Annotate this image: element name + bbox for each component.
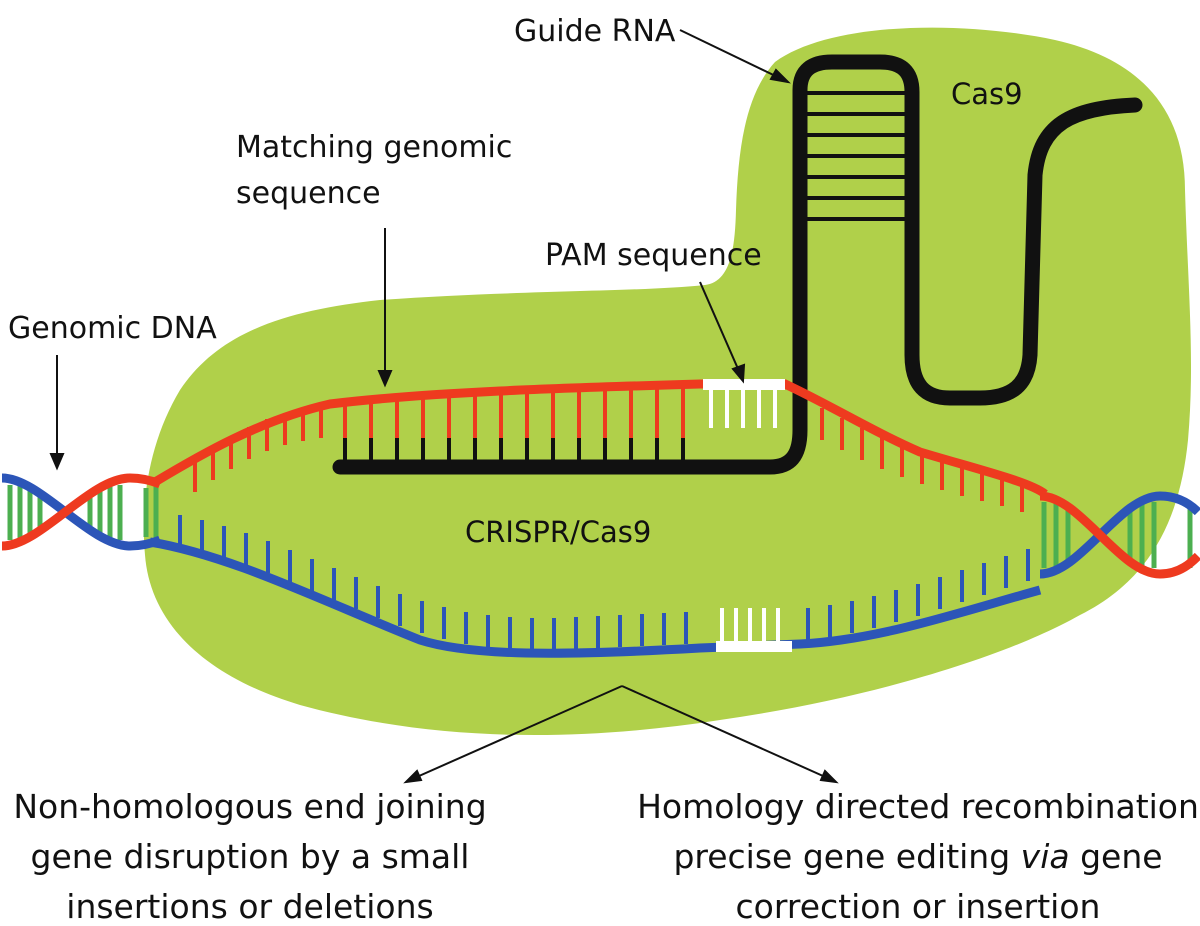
matching-sequence-label-line2: sequence — [236, 176, 381, 211]
hdr-line3: correction or insertion — [736, 887, 1101, 926]
cas9-label: Cas9 — [951, 77, 1023, 111]
complementary-strand-rungs — [178, 515, 1030, 650]
pointer-arrows — [49, 29, 839, 784]
guide-rna-hairpin — [332, 54, 1143, 475]
hdr-line2-via: via — [1021, 837, 1070, 876]
matching-sequence-label-line1: Matching genomic — [236, 130, 512, 165]
pam-sequence-label: PAM sequence — [545, 238, 762, 273]
hdr-outcome-text: Homology directed recombination precise … — [637, 787, 1199, 926]
pam-sequence-bottom — [716, 608, 792, 652]
hdr-line1: Homology directed recombination — [637, 787, 1199, 826]
hdr-line2: precise gene editing via gene — [673, 837, 1162, 876]
arrow-hdr — [621, 685, 833, 781]
guide-rna-label: Guide RNA — [514, 14, 676, 49]
complementary-dna-strand — [149, 515, 1042, 658]
hdr-line2-start: precise gene editing — [673, 837, 1020, 876]
genomic-dna-label: Genomic DNA — [8, 311, 217, 346]
guide-rna — [332, 54, 1143, 475]
nhej-line2: gene disruption by a small — [31, 837, 470, 876]
nhej-line3: insertions or deletions — [66, 887, 433, 926]
genomic-dna-helix-left — [1, 473, 162, 551]
crispr-cas9-label: CRISPR/Cas9 — [465, 515, 651, 549]
target-dna-strand — [152, 379, 1048, 512]
arrow-guide-rna — [679, 29, 789, 83]
complementary-strand-backbone — [149, 537, 1042, 658]
nhej-outcome-text: Non-homologous end joining gene disrupti… — [13, 787, 486, 926]
target-strand-backbone — [152, 379, 1048, 498]
guide-rna-rungs — [807, 91, 906, 221]
guide-dna-pairing-segments — [343, 438, 685, 462]
target-strand-rungs — [193, 388, 1024, 512]
pam-sequence-top — [703, 379, 785, 428]
hdr-line2-end: gene — [1070, 837, 1163, 876]
nhej-line1: Non-homologous end joining — [13, 787, 486, 826]
arrow-pam-sequence — [699, 281, 743, 379]
arrow-nhej — [409, 685, 623, 781]
genomic-dna-helix-right — [1039, 491, 1200, 579]
